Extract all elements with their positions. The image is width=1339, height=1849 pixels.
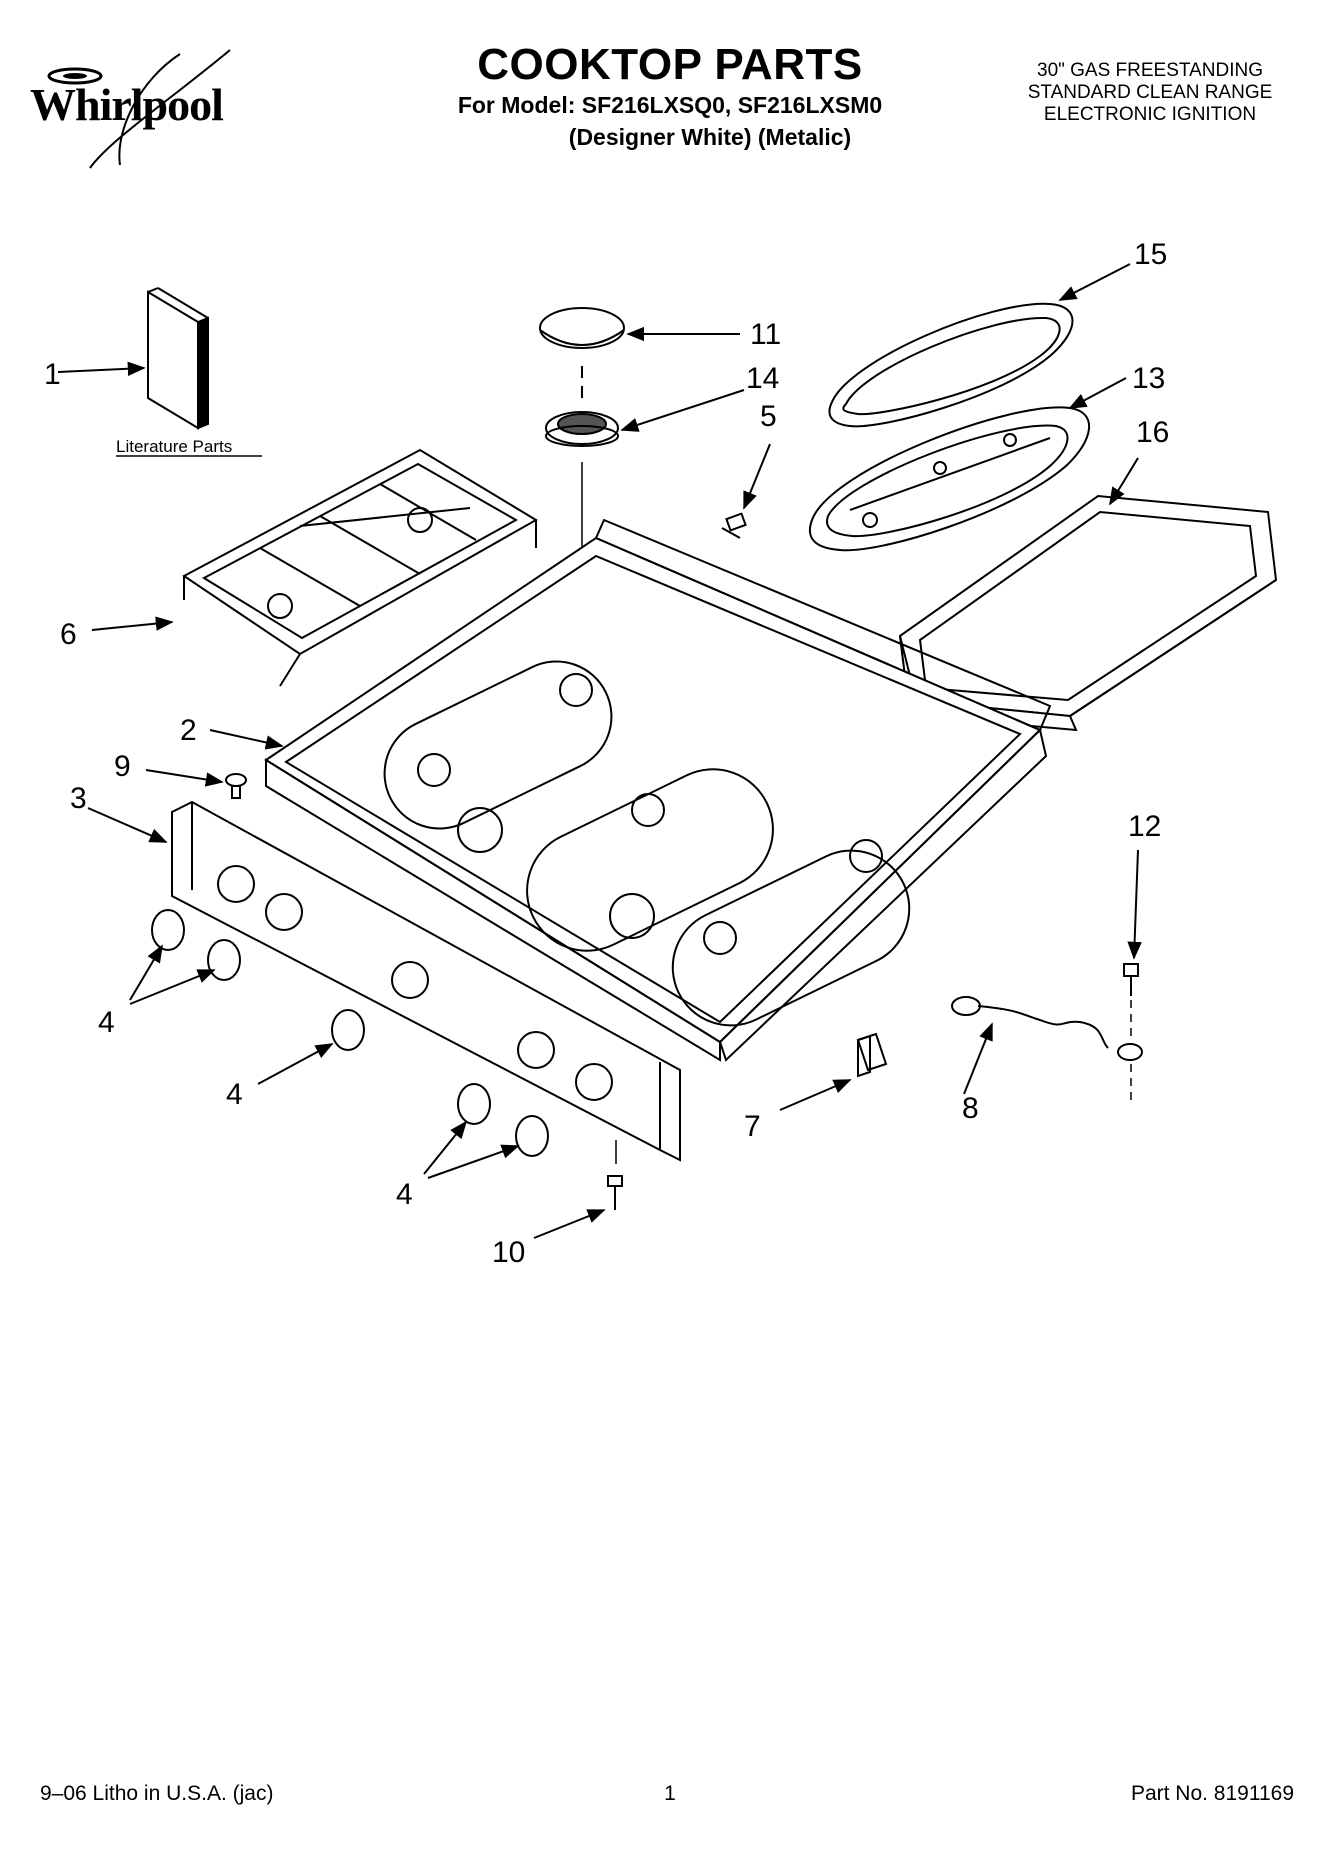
griddle-gasket-icon	[828, 302, 1074, 428]
callout-6: 6	[60, 618, 77, 651]
model-line: For Model: SF216LXSQ0, SF216LXSM0	[457, 92, 883, 118]
variants-line: (Designer White) (Metalic)	[568, 124, 852, 150]
callout-16: 16	[1136, 416, 1169, 449]
callout-2: 2	[180, 714, 197, 747]
ground-wire-icon	[951, 996, 1143, 1061]
callout-8: 8	[962, 1092, 979, 1125]
description-line-3: ELECTRONIC IGNITION	[1043, 104, 1257, 125]
callout-4b: 4	[226, 1078, 243, 1111]
brand-logo	[20, 40, 280, 170]
literature-parts-label: Literature Parts	[116, 437, 232, 456]
callout-9: 9	[114, 750, 131, 783]
burner-grate-icon	[182, 448, 538, 687]
burner-base-icon	[545, 411, 619, 447]
callout-3: 3	[70, 782, 87, 815]
callout-4c: 4	[396, 1178, 413, 1211]
part-number: Part No. 8191169	[1130, 1782, 1294, 1805]
callout-13: 13	[1132, 362, 1165, 395]
burner-cap-icon	[539, 307, 625, 349]
callout-12: 12	[1128, 810, 1161, 843]
callout-14: 14	[746, 362, 779, 395]
description-line-2: STANDARD CLEAN RANGE	[1027, 82, 1273, 103]
literature-booklet-icon	[147, 287, 209, 430]
control-knob-icons	[151, 909, 549, 1157]
callout-1: 1	[44, 358, 61, 391]
screw-icon	[721, 512, 747, 539]
callout-4a: 4	[98, 1006, 115, 1039]
description-line-1: 30" GAS FREESTANDING	[1037, 60, 1263, 81]
page-title: COOKTOP PARTS	[477, 40, 863, 89]
griddle-burner-icon	[808, 406, 1090, 552]
print-info: 9–06 Litho in U.S.A. (jac)	[40, 1782, 274, 1805]
page-number: 1	[664, 1782, 676, 1805]
callout-10: 10	[492, 1236, 525, 1269]
panel-screw-icon	[607, 1175, 623, 1210]
plug-icon	[225, 773, 247, 799]
callout-7: 7	[744, 1110, 761, 1143]
callout-11: 11	[750, 318, 781, 351]
clip-icon	[856, 1032, 888, 1078]
cooktop-surface-icon	[264, 518, 1052, 1062]
control-panel-icon	[171, 800, 681, 1162]
brand-wordmark: Whirlpool	[30, 79, 224, 130]
ground-screw-icon	[1123, 963, 1139, 996]
logo-swoosh-icon	[47, 49, 231, 169]
callout-5: 5	[760, 400, 777, 433]
callout-15: 15	[1134, 238, 1167, 271]
